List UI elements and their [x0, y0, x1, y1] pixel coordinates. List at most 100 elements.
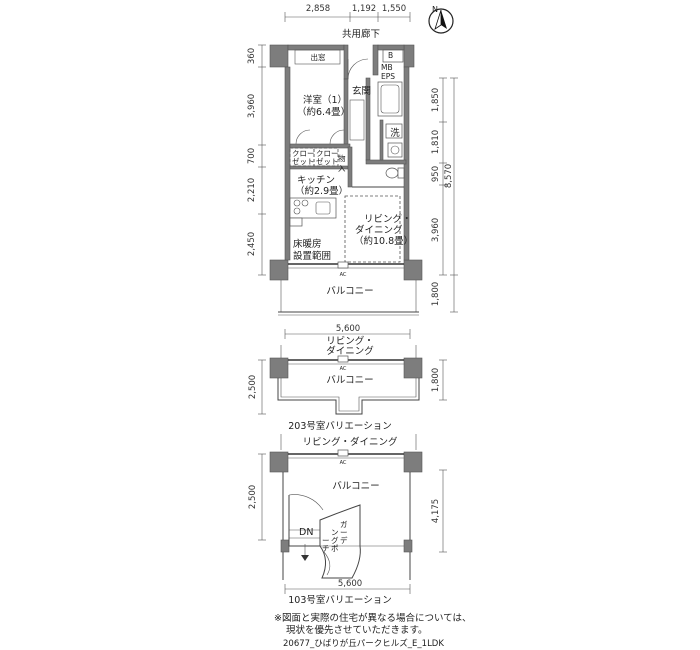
label-bedroom: 洋室（1）	[303, 94, 347, 106]
v103-porch-outline	[288, 495, 361, 547]
svg-text:デ: デ	[340, 535, 348, 545]
bottom-dimension: 5,600	[284, 324, 411, 339]
svg-text:ー: ー	[340, 528, 348, 537]
label-floor-heat: 床暖房	[293, 238, 322, 250]
dim-right-1: 1,850	[431, 88, 441, 112]
wall-bath-bottom	[365, 159, 407, 165]
label-ac: AC	[340, 272, 347, 278]
v203-dim-right: 1,800	[431, 368, 441, 392]
label-balcony: バルコニー	[326, 286, 373, 297]
v203-dim-left: 2,500	[248, 375, 258, 399]
v203-label-living: リビング・	[326, 335, 374, 347]
closet-b	[313, 147, 339, 167]
floor-heating-area	[344, 195, 401, 263]
north-label: N	[432, 5, 438, 14]
left-dimensions: 360 3,960 700 2,210 2,450	[247, 44, 266, 276]
svg-text:ポ: ポ	[331, 544, 339, 553]
washing-machine	[387, 142, 403, 158]
v203-balcony-outline	[277, 378, 420, 415]
v103-label-living: リビング・ダイニング	[302, 436, 398, 448]
v103-garden-porch-label: ガ ー デ ン グ ポ ー チ	[322, 519, 348, 553]
svg-text:ン: ン	[331, 528, 339, 537]
bathtub	[377, 81, 403, 117]
wall-column-tr	[403, 44, 415, 68]
v203-label-living-2: ダイニング	[326, 345, 374, 357]
label-bay-window: 出窓	[311, 52, 326, 62]
shoe-box	[349, 99, 365, 141]
wash-basin	[385, 123, 403, 139]
kitchen-sink	[315, 201, 331, 215]
dim-top-2: 1,192	[352, 4, 376, 14]
svg-text:ゼット: ゼット	[292, 156, 315, 166]
label-bedroom-size: （約6.4畳）	[297, 106, 350, 118]
label-living-2: ダイニング	[355, 224, 403, 236]
wall-top-right	[377, 44, 405, 51]
v103-ramp	[319, 545, 361, 579]
label-mb-b: B	[388, 51, 393, 60]
svg-text:入: 入	[338, 164, 346, 173]
wall-column-br	[403, 259, 423, 281]
svg-text:ー: ー	[322, 536, 330, 545]
note-line-2: 現状を優先させていただきます。	[286, 624, 428, 636]
label-living-size: （約10.8畳）	[354, 235, 413, 247]
label-eps: EPS	[381, 72, 395, 81]
label-storage: 物	[338, 153, 346, 163]
dim-left-5: 2,450	[247, 232, 257, 256]
wall-wash	[379, 119, 384, 161]
kitchen-counter	[289, 197, 337, 219]
fridge	[289, 217, 303, 227]
label-kitchen-size: （約2.9畳）	[295, 185, 348, 197]
variation-203: リビング・ ダイニング AC バルコニー 2,500 1,800 203号室バリ…	[248, 335, 447, 432]
mb-box	[382, 49, 404, 63]
dim-top-1: 2,858	[306, 4, 330, 14]
wall-storage	[347, 146, 353, 188]
entrance-door-swing	[347, 58, 369, 80]
v103-caption: 103号室バリエーション	[288, 594, 391, 606]
v103-dim-left: 2,500	[248, 485, 258, 509]
dim-right-balcony: 1,800	[431, 282, 441, 306]
variation-103: リビング・ダイニング AC バルコニー DN ガ ー デ ン グ	[248, 434, 447, 606]
ac-unit	[337, 261, 349, 269]
wall-top-left	[287, 44, 345, 51]
v103-dim-right: 4,175	[431, 499, 441, 523]
wall-top-entry	[372, 44, 379, 76]
v103-label-dn: DN	[299, 527, 313, 538]
label-living: リビング・	[364, 213, 412, 225]
right-dimensions: 1,850 1,810 950 3,960 8,570 1,800	[431, 77, 458, 313]
bay-window	[294, 49, 341, 65]
north-arrow-icon: N	[428, 5, 454, 34]
v103-down-arrow-icon	[301, 555, 309, 561]
dim-right-4: 3,960	[431, 218, 441, 242]
svg-text:ゼット: ゼット	[316, 156, 339, 166]
v203-label-balcony: バルコニー	[326, 375, 373, 386]
bedroom-door-swing	[295, 129, 311, 145]
stove-burner	[293, 199, 301, 207]
note-line-1: ※図面と実際の住宅が異なる場合については、	[274, 612, 472, 624]
label-closet-b: クロー	[316, 149, 339, 158]
dim-right-3: 950	[431, 166, 441, 182]
v203-caption: 203号室バリエーション	[288, 420, 391, 432]
wall-top-mid	[343, 44, 349, 80]
dim-top-3: 1,550	[382, 4, 406, 14]
wall-column-bl	[269, 259, 289, 281]
toilet	[385, 167, 399, 179]
wall-bedroom-bottom	[289, 143, 351, 149]
main-plan: 出窓 B MB EPS 玄関 洗 洋室（1） （約6.4畳）	[269, 44, 423, 316]
dim-bottom-width: 5,600	[336, 324, 360, 334]
svg-text:AC: AC	[340, 460, 347, 466]
footer-label: 20677_ひばりが丘パークヒルズ_E_1LDK	[283, 638, 444, 649]
dim-right-2: 1,810	[431, 130, 441, 154]
svg-text:AC: AC	[340, 366, 347, 372]
dim-left-1: 360	[247, 48, 257, 64]
top-dimensions: 2,858 1,192 1,550	[284, 4, 411, 22]
label-closet-a: クロー	[292, 149, 315, 158]
wall-column-tl	[269, 44, 289, 68]
dim-left-2: 3,960	[247, 94, 257, 118]
svg-text:グ: グ	[331, 535, 339, 545]
v103-label-balcony: バルコニー	[332, 481, 379, 492]
label-floor-heat-2: 設置範囲	[293, 250, 331, 262]
wall-left	[284, 66, 291, 261]
label-kitchen: キッチン	[297, 175, 335, 186]
svg-text:ガ: ガ	[340, 519, 348, 529]
